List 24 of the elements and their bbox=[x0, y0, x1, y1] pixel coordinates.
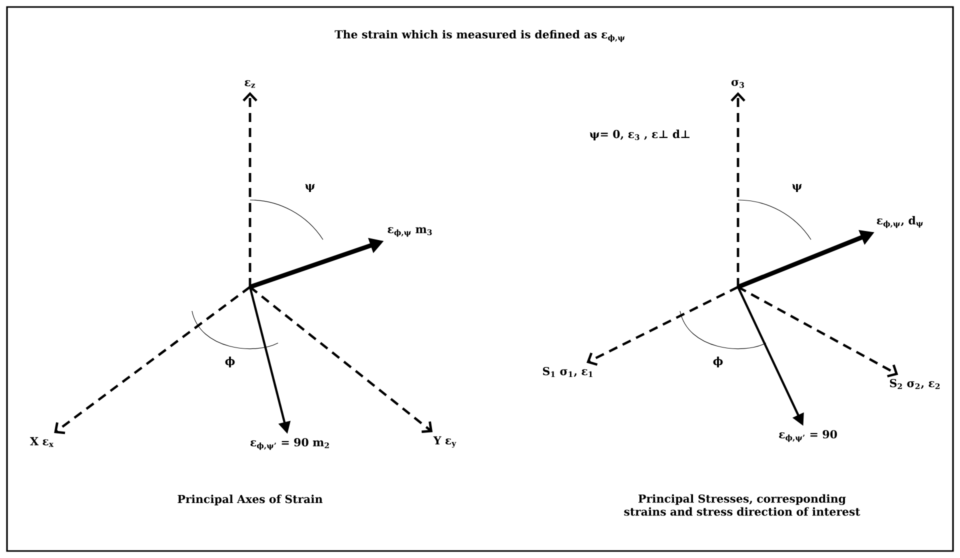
dashed-arrow bbox=[54, 286, 251, 434]
axis-label: X ε$_{x}$ bbox=[30, 437, 54, 447]
axis-label: S$_{1}$ σ$_{1}$, ε$_{1}$ bbox=[543, 366, 592, 378]
axis-label: ε$_{ϕ,ψ}$ m$_{3}$ bbox=[388, 227, 432, 237]
axis-label: ε$_{z}$ bbox=[244, 80, 256, 88]
axis-label: Y ε$_{y}$ bbox=[433, 436, 456, 448]
axis-label: ε$_{ϕ,ψ’}$ = 90 bbox=[779, 430, 837, 442]
dashed-arrow bbox=[249, 286, 433, 433]
panel-caption: Principal Stresses, corresponding strains and stress direction of interest bbox=[624, 494, 860, 516]
panel-caption: Principal Axes of Strain bbox=[178, 494, 323, 506]
axis-note: ψ= 0, ε$_{3}$ , ε⊥ d⊥ bbox=[590, 130, 690, 140]
axis-label: ε$_{ϕ,ψ’}$ = 90 m$_{2}$ bbox=[250, 438, 329, 450]
axis-label: ε$_{ϕ,ψ}$, d$_{ψ}$ bbox=[876, 216, 923, 228]
dashed-arrow bbox=[737, 286, 898, 378]
dashed-arrow bbox=[730, 92, 746, 287]
angle-label: ϕ bbox=[713, 356, 723, 368]
angle-label: ψ bbox=[792, 184, 802, 192]
angle-label: ψ bbox=[305, 184, 315, 192]
title: The strain which is measured is defined as ε$_{ϕ,ψ}$ bbox=[334, 30, 625, 42]
dashed-arrow bbox=[586, 286, 739, 366]
angle-label: ϕ bbox=[225, 356, 235, 368]
dashed-arrow bbox=[242, 92, 258, 287]
axis-label: σ$_{3}$ bbox=[731, 80, 744, 88]
axis-label: S$_{2}$ σ$_{2}$, ε$_{2}$ bbox=[890, 378, 940, 390]
